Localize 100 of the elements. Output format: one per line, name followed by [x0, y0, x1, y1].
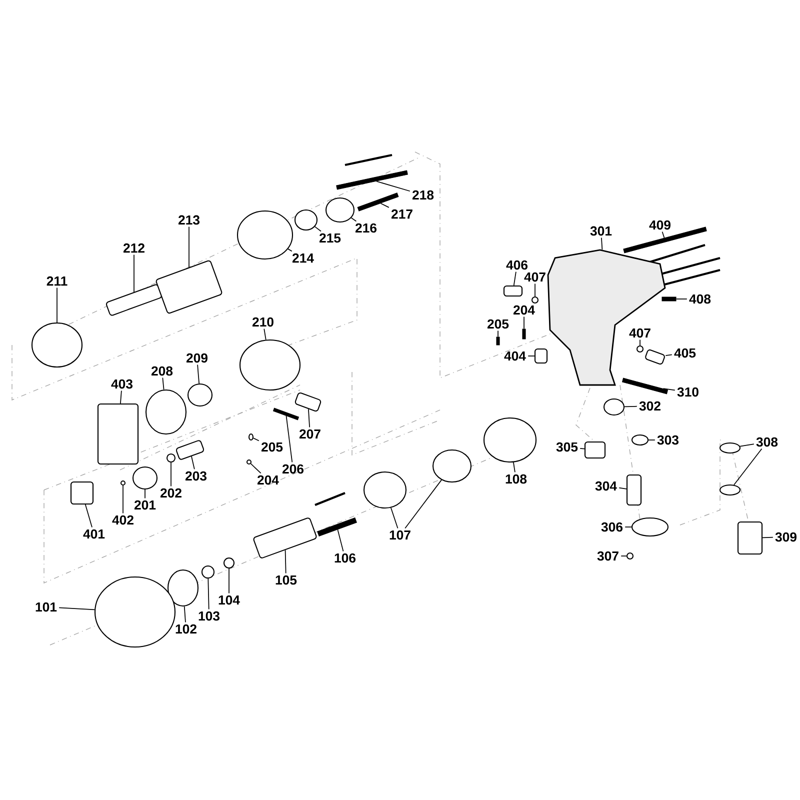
housing	[547, 249, 666, 386]
hammer-case	[94, 576, 176, 648]
callout-number: 303	[657, 435, 679, 445]
pin	[246, 459, 252, 465]
valve	[176, 440, 204, 460]
callout-number: 217	[391, 209, 412, 219]
callout-number: 106	[334, 553, 356, 563]
o-ring	[325, 197, 355, 223]
hammer	[432, 449, 472, 483]
leader-line	[228, 568, 230, 594]
bushing	[167, 569, 199, 607]
callout-number: 108	[506, 474, 527, 484]
leader-line	[208, 578, 210, 610]
gasket	[97, 403, 139, 465]
leader-line	[264, 328, 266, 340]
callout-number: 401	[83, 529, 105, 539]
leader-line	[288, 248, 292, 252]
leader-line	[191, 456, 195, 470]
callout-number: 105	[276, 575, 297, 585]
cylinder-sleeve	[31, 322, 83, 368]
o-ring	[636, 345, 644, 353]
callout-number: 407	[524, 272, 546, 282]
callout-number: 210	[252, 317, 274, 327]
callout-number: 406	[506, 260, 528, 270]
callout-number: 309	[775, 532, 796, 542]
leader-line	[284, 550, 286, 574]
callout-number: 301	[590, 226, 612, 236]
pin	[496, 336, 500, 346]
leader-line	[56, 287, 58, 323]
callout-number: 402	[112, 515, 134, 525]
callout-number: 407	[629, 328, 650, 338]
reverse-lever	[70, 481, 94, 505]
callout-number: 310	[677, 387, 698, 397]
end-plate	[239, 339, 301, 391]
leader-line	[250, 463, 262, 474]
valve-seat	[631, 434, 649, 446]
callout-number: 201	[134, 500, 156, 510]
leader-line	[618, 487, 627, 490]
leader-line	[337, 529, 344, 552]
leader-line	[740, 444, 754, 447]
hammer	[363, 471, 407, 509]
callout-number: 203	[185, 471, 207, 481]
end-plate	[236, 210, 294, 260]
callout-number: 103	[198, 611, 220, 621]
leader-line	[314, 226, 322, 232]
spring	[626, 474, 642, 506]
callout-number: 216	[355, 223, 377, 233]
callout-number: 409	[649, 220, 670, 230]
o-ring	[120, 480, 126, 486]
leader-line	[662, 388, 676, 391]
leader-line	[665, 354, 672, 356]
callout-number: 408	[689, 294, 711, 304]
callout-number: 205	[261, 442, 283, 452]
callout-number: 404	[504, 351, 526, 361]
leader-line	[390, 507, 398, 529]
bushing	[603, 398, 625, 416]
leader-line	[734, 448, 762, 486]
leader-line	[286, 416, 293, 463]
leader-line	[624, 526, 632, 528]
leader-line	[380, 202, 390, 208]
leader-line	[762, 536, 774, 538]
callout-number: 218	[412, 190, 434, 200]
deflector	[584, 441, 606, 459]
leader-line	[188, 226, 190, 268]
leader-line	[308, 408, 310, 428]
leader-line	[58, 607, 95, 610]
bushing	[132, 466, 158, 490]
leader-line	[252, 438, 260, 442]
leader-line	[197, 364, 200, 384]
callout-number: 305	[556, 442, 578, 452]
leader-line	[580, 448, 585, 450]
washer	[719, 484, 741, 496]
callout-number: 207	[299, 429, 320, 439]
callout-number: 213	[178, 215, 200, 225]
leader-line	[513, 271, 516, 286]
screw	[662, 296, 676, 302]
o-ring	[166, 453, 176, 463]
callout-number: 107	[390, 530, 410, 540]
leader-line	[601, 237, 603, 250]
knob	[645, 349, 665, 365]
leader-line	[144, 489, 146, 499]
callout-number: 209	[186, 353, 208, 363]
screw	[626, 552, 634, 560]
rotor-blade	[106, 284, 162, 316]
callout-number: 205	[487, 319, 509, 329]
leader-line	[513, 462, 516, 473]
o-ring	[531, 296, 539, 304]
anvil	[253, 518, 317, 558]
callout-number: 208	[151, 366, 173, 376]
callout-number: 214	[292, 253, 314, 263]
plate	[534, 348, 548, 364]
callout-number: 302	[639, 401, 660, 411]
leader-line	[404, 479, 442, 529]
callout-number: 307	[597, 551, 618, 561]
hammer-cage	[483, 417, 537, 463]
leader-line	[120, 390, 122, 404]
leader-line	[676, 298, 688, 300]
leader-line	[534, 283, 536, 297]
o-ring	[145, 389, 187, 435]
callout-number: 308	[756, 437, 778, 447]
